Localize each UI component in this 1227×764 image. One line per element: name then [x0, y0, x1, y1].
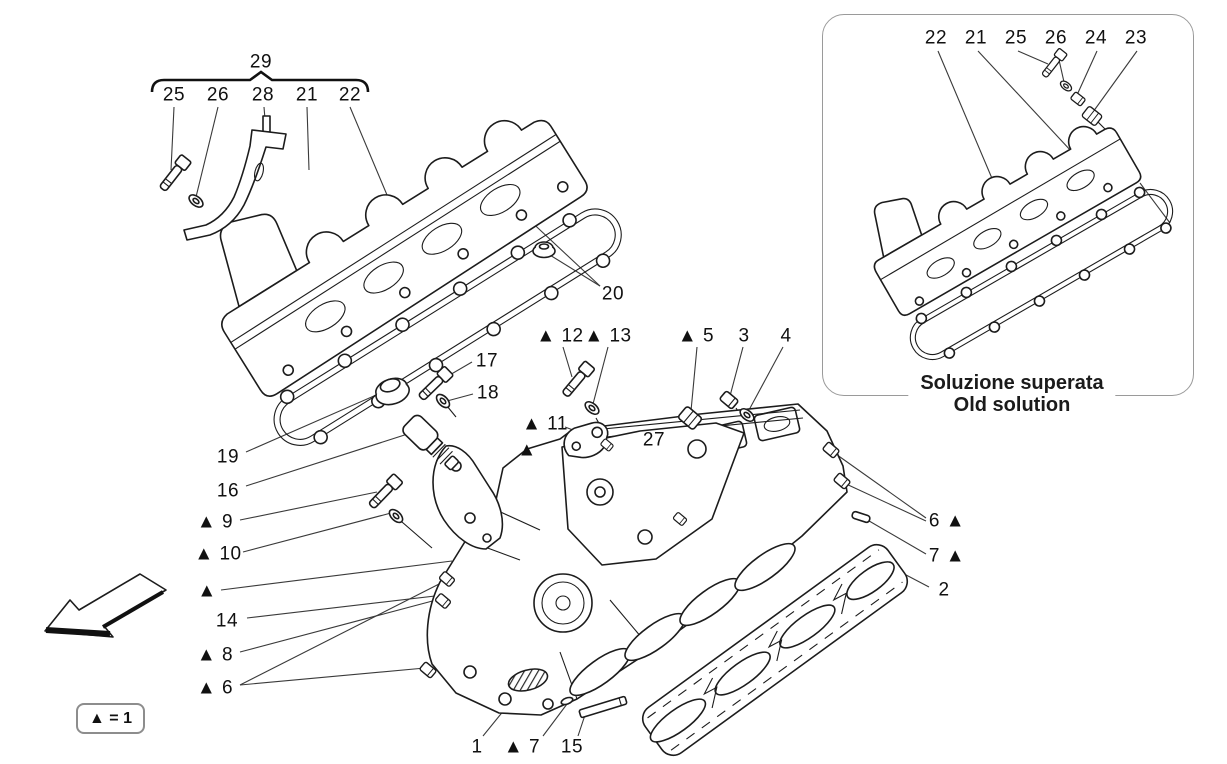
- head-gasket-drawing: [641, 543, 909, 757]
- callout-28: 28: [251, 84, 275, 106]
- inset-callout-21: 21: [964, 27, 988, 49]
- leader-lines: [170, 50, 1171, 737]
- callout-5: ▲ 5: [677, 325, 715, 347]
- inset-callout-22: 22: [924, 27, 948, 49]
- cap-19-drawing: [375, 377, 410, 406]
- callout-16: 16: [216, 480, 240, 502]
- callout-18: 18: [476, 382, 500, 404]
- callout-6-right: 6 ▲: [928, 510, 966, 532]
- callout-22: 22: [338, 84, 362, 106]
- bracket-28-drawing: [183, 115, 287, 241]
- callout-1: 1: [471, 736, 483, 758]
- callout-13: ▲ 13: [584, 325, 632, 347]
- callout-29: 29: [249, 51, 273, 73]
- group-29-brace: [150, 70, 370, 93]
- callout-12: ▲ 12: [536, 325, 584, 347]
- pin-15-drawing: [578, 695, 628, 719]
- callout-26: 26: [206, 84, 230, 106]
- cam-cover-gasket-drawing: [273, 208, 622, 446]
- callout-11: ▲ 11: [522, 413, 568, 435]
- callout-triangle-left: ▲: [197, 580, 217, 602]
- callout-2: 2: [938, 579, 950, 601]
- caption-english: Old solution: [953, 394, 1071, 416]
- triangle-legend: ▲ = 1: [76, 703, 145, 735]
- grommet-drawing: [532, 241, 556, 259]
- callout-15: 15: [560, 736, 584, 758]
- fastener-parts: [156, 153, 871, 719]
- callout-6-left: ▲ 6: [196, 677, 234, 699]
- callout-14: 14: [215, 610, 239, 632]
- callout-4: 4: [780, 325, 792, 347]
- callout-3: 3: [738, 325, 750, 347]
- callout-9: ▲ 9: [196, 511, 234, 533]
- cam-cover-drawing: [219, 119, 622, 446]
- callout-27: 27: [642, 429, 666, 451]
- callout-20: 20: [601, 283, 625, 305]
- inset-callout-24: 24: [1084, 27, 1108, 49]
- inset-cam-cover-drawing: [873, 125, 1174, 361]
- callout-triangle-mid: ▲: [517, 439, 537, 461]
- callout-7-bottom: ▲ 7: [503, 736, 541, 758]
- caption-italian: Soluzione superata: [920, 372, 1104, 394]
- old-solution-inset-frame: [822, 14, 1194, 396]
- solenoid-16-drawing: [402, 414, 460, 471]
- callout-17: 17: [475, 350, 499, 372]
- callout-8: ▲ 8: [196, 644, 234, 666]
- callout-21: 21: [295, 84, 319, 106]
- callout-19: 19: [216, 446, 240, 468]
- inset-gasket-drawing: [909, 186, 1174, 361]
- cylinder-head-drawing: [426, 403, 848, 716]
- old-solution-caption: Soluzione superata Old solution: [908, 372, 1116, 416]
- callout-25: 25: [162, 84, 186, 106]
- inset-callout-23: 23: [1124, 27, 1148, 49]
- bracket-11-drawing: [563, 421, 609, 459]
- inset-callout-25: 25: [1004, 27, 1028, 49]
- callout-10: ▲ 10: [194, 543, 242, 565]
- callout-7-right: 7 ▲: [928, 545, 966, 567]
- inset-callout-26: 26: [1044, 27, 1068, 49]
- direction-arrow: [44, 573, 167, 638]
